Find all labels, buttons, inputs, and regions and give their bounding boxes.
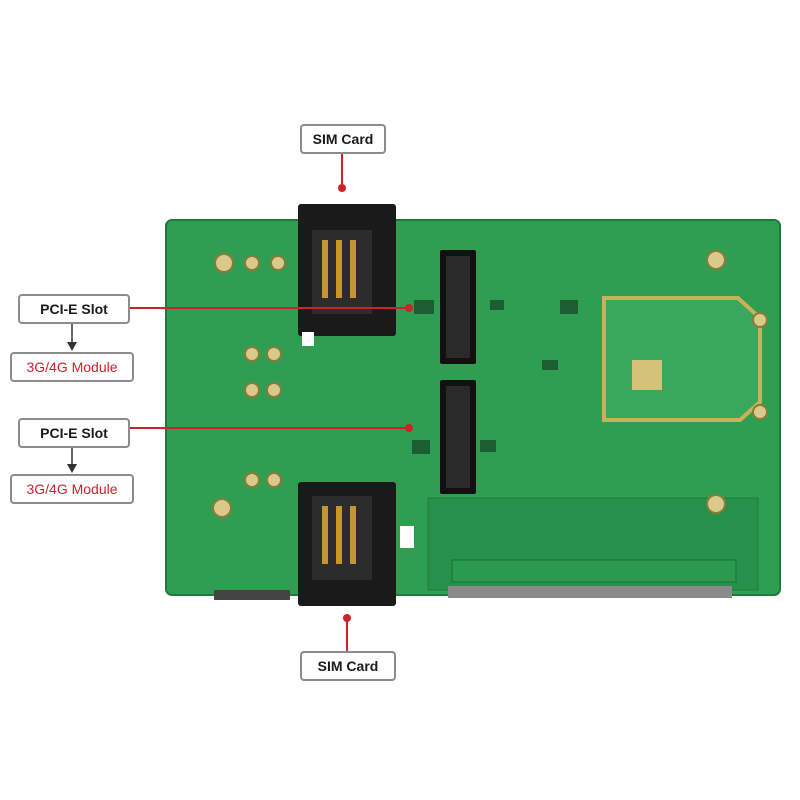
pcb-components xyxy=(302,300,578,548)
wifi-module-frame xyxy=(602,296,762,422)
callout-dot-icon xyxy=(405,424,413,432)
sim-socket-top xyxy=(298,204,396,336)
pcie-slot-label-1: PCI-E Slot xyxy=(18,294,130,324)
down-arrow-icon xyxy=(67,324,77,351)
callout-sim-bottom xyxy=(343,614,351,651)
callout-sim-top xyxy=(338,154,346,192)
down-arrow-icon xyxy=(67,448,77,473)
callout-pcie-1 xyxy=(130,304,413,312)
pcie-slot-2 xyxy=(440,380,476,494)
module-label-1: 3G/4G Module xyxy=(10,352,134,382)
sim-card-label-bottom: SIM Card xyxy=(300,651,396,681)
module-label-2: 3G/4G Module xyxy=(10,474,134,504)
callout-dot-icon xyxy=(405,304,413,312)
sim-card-label-top: SIM Card xyxy=(300,124,386,154)
callout-dot-icon xyxy=(338,184,346,192)
pcie-slot-label-2: PCI-E Slot xyxy=(18,418,130,448)
sim-socket-bottom xyxy=(298,482,396,606)
pcie-slot-1 xyxy=(440,250,476,364)
callout-dot-icon xyxy=(343,614,351,622)
callout-pcie-2 xyxy=(130,424,413,432)
mounting-holes xyxy=(212,250,768,518)
